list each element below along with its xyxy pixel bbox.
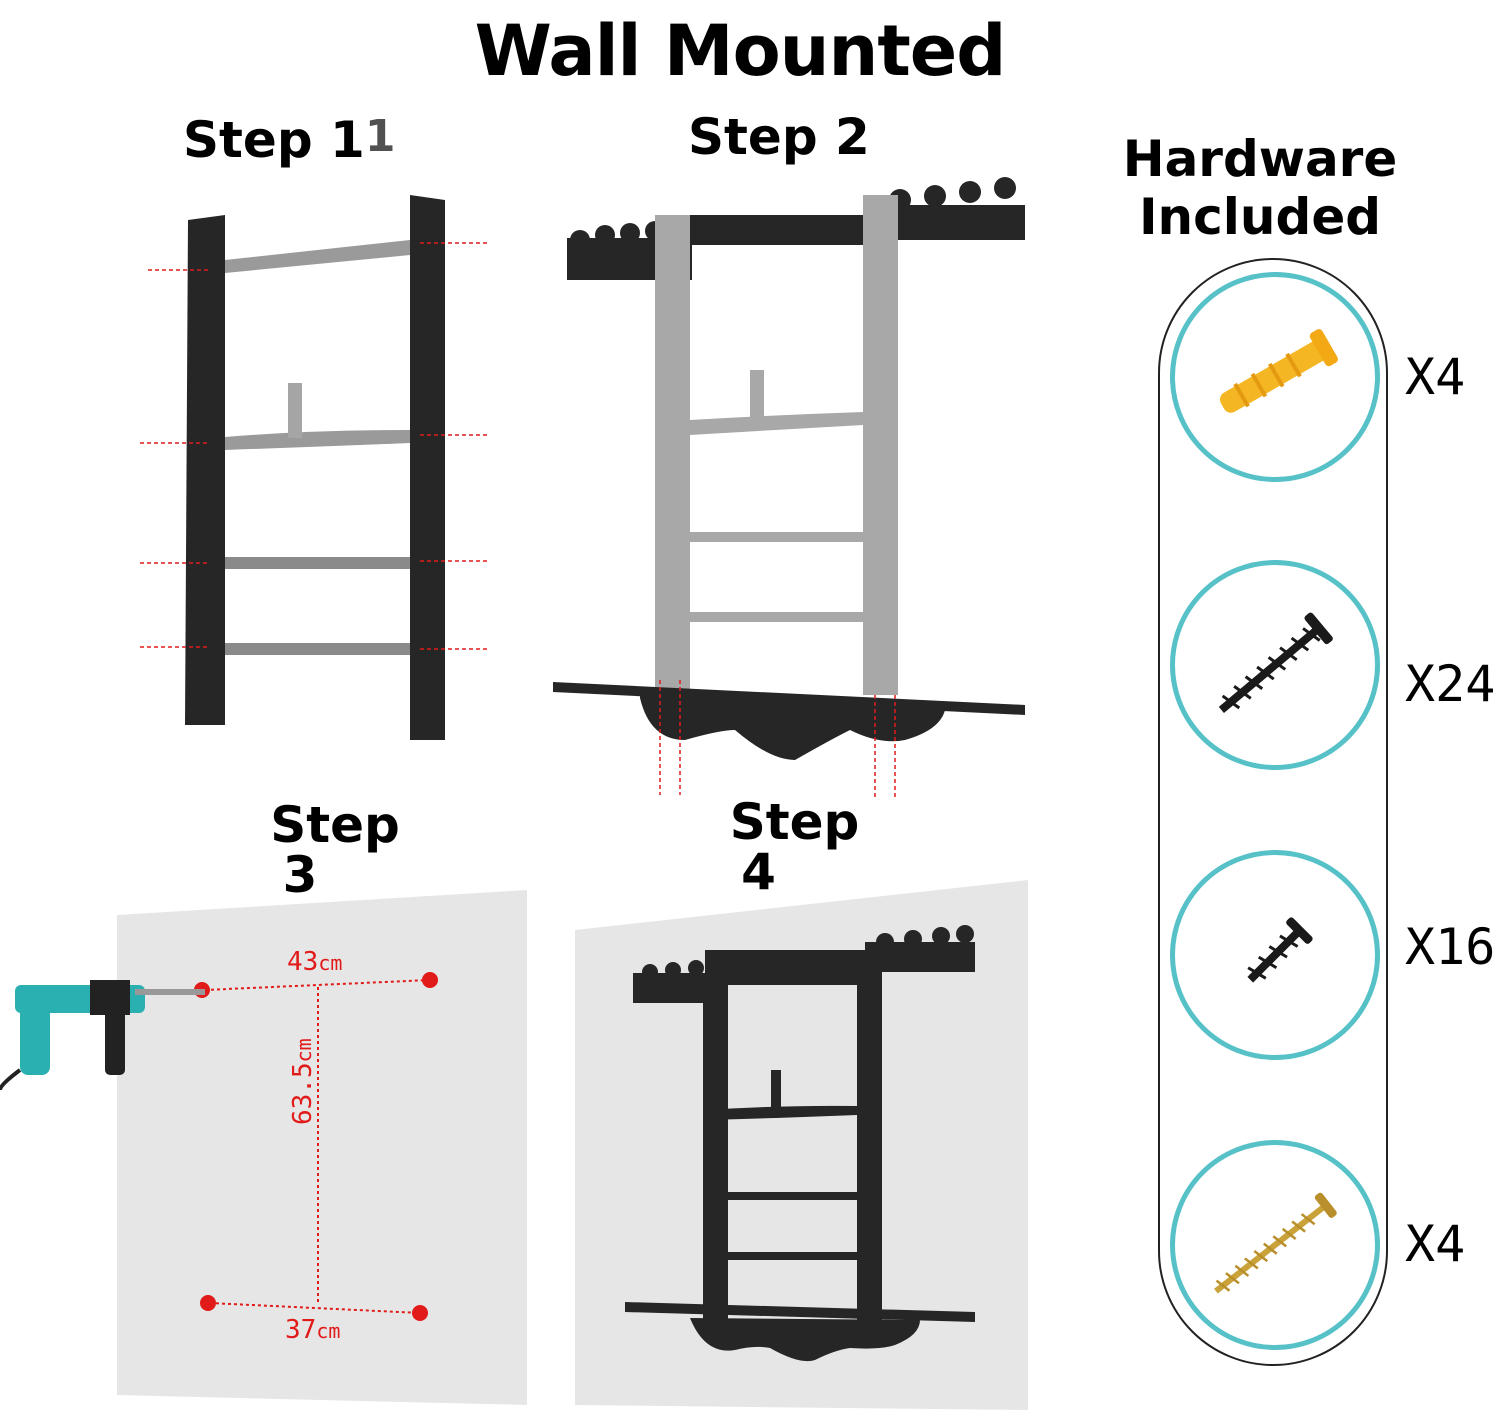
hardware-qty-3: X16 xyxy=(1405,918,1496,976)
dimension-top: 43cm xyxy=(287,947,343,977)
wall-surface xyxy=(117,890,527,1405)
hardware-title: Hardware Included xyxy=(1122,130,1398,246)
step-2-diagram xyxy=(553,177,1025,800)
dimension-lines xyxy=(204,979,431,1314)
bottom-rod-holder xyxy=(553,682,1025,760)
hardware-qty-1: X4 xyxy=(1405,348,1466,406)
top-rod-holder xyxy=(567,177,1025,280)
faded-frame xyxy=(655,195,898,695)
drill-icon xyxy=(0,980,205,1091)
gold-screw-icon xyxy=(1214,1192,1337,1294)
screw-markers-2 xyxy=(659,680,896,800)
black-screw-short-icon xyxy=(1247,917,1313,983)
rack-frame xyxy=(185,195,445,740)
step-4-diagram xyxy=(575,880,1028,1410)
hardware-item-anchor xyxy=(1170,272,1380,482)
step-2-label: Step 2 xyxy=(688,108,870,166)
drill-points xyxy=(194,972,438,1321)
black-screw-long-icon xyxy=(1218,612,1333,714)
wall-surface-4 xyxy=(575,880,1028,1410)
step-1-label: Step 11 xyxy=(183,111,396,169)
step-1-diagram xyxy=(140,195,490,740)
hardware-panel xyxy=(1158,258,1388,1366)
hardware-item-short-screw xyxy=(1170,850,1380,1060)
step-3-label: Step 3 xyxy=(270,796,400,904)
step-3-diagram xyxy=(0,890,527,1405)
hardware-item-long-screw xyxy=(1170,560,1380,770)
page-title: Wall Mounted xyxy=(474,10,1007,92)
mounted-rack xyxy=(625,925,975,1362)
hardware-qty-4: X4 xyxy=(1405,1215,1466,1273)
hardware-item-gold-screw xyxy=(1170,1140,1380,1350)
dimension-height: 63.5cm xyxy=(288,1038,318,1125)
step-4-label: Step 4 xyxy=(729,793,860,901)
screw-markers xyxy=(140,242,490,650)
wall-anchor-icon xyxy=(1219,329,1338,413)
hardware-qty-2: X24 xyxy=(1405,655,1496,713)
dimension-bottom: 37cm xyxy=(285,1315,341,1345)
